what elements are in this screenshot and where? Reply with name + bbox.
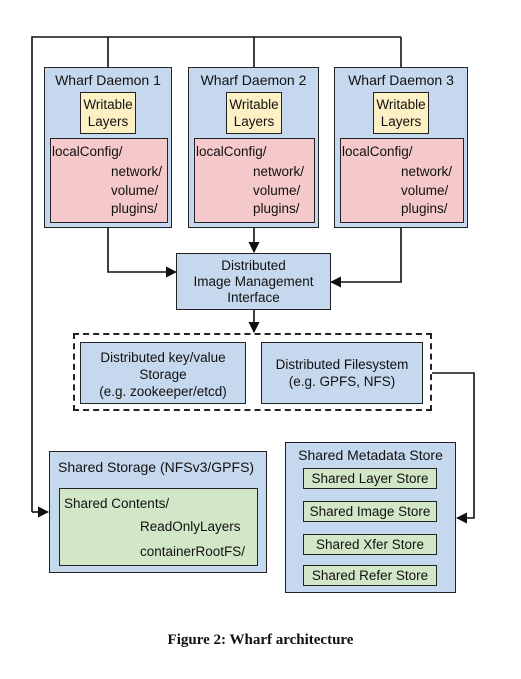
shared-metadata-store: Shared Metadata Store Shared Layer Store… bbox=[285, 442, 456, 593]
wharf-daemon-3: Wharf Daemon 3 Writable Layers localConf… bbox=[334, 67, 468, 228]
daemon-title: Wharf Daemon 3 bbox=[348, 72, 454, 88]
shared-storage-box: Shared Storage (NFSv3/GPFS) Shared Conte… bbox=[49, 451, 267, 573]
shared-storage-title: Shared Storage (NFSv3/GPFS) bbox=[58, 459, 255, 475]
daemon-title: Wharf Daemon 2 bbox=[200, 72, 307, 88]
top-bus-line bbox=[31, 36, 401, 512]
arrow-daemon3-to-interface bbox=[329, 228, 402, 288]
metadata-store-item: Shared Image Store bbox=[303, 501, 437, 522]
image-management-interface: Distributed Image Management Interface bbox=[176, 253, 331, 310]
config-root: localConfig/ bbox=[342, 144, 413, 159]
local-config-box: localConfig/ network/ volume/ plugins/ bbox=[194, 138, 315, 223]
config-item: plugins/ bbox=[111, 201, 158, 216]
wharf-daemon-2: Wharf Daemon 2 Writable Layers localConf… bbox=[188, 67, 319, 228]
wharf-daemon-1: Wharf Daemon 1 Writable Layers localConf… bbox=[44, 67, 172, 228]
kv-storage-box: Distributed key/value Storage (e.g. zook… bbox=[80, 342, 246, 404]
config-root: localConfig/ bbox=[52, 144, 123, 159]
writable-layers-box: Writable Layers bbox=[373, 92, 429, 134]
writable-layers-box: Writable Layers bbox=[80, 92, 136, 134]
metadata-store-title: Shared Metadata Store bbox=[298, 447, 443, 463]
config-item: network/ bbox=[111, 164, 163, 179]
filesystem-box: Distributed Filesystem (e.g. GPFS, NFS) bbox=[261, 342, 423, 404]
config-item: network/ bbox=[253, 164, 305, 179]
shared-contents-box: Shared Contents/ ReadOnlyLayers containe… bbox=[59, 488, 258, 566]
contents-item: containerRootFS/ bbox=[140, 544, 246, 559]
config-item: plugins/ bbox=[253, 201, 300, 216]
metadata-store-item: Shared Xfer Store bbox=[303, 534, 437, 555]
config-item: network/ bbox=[401, 164, 453, 179]
metadata-store-item: Shared Layer Store bbox=[303, 468, 437, 489]
local-config-box: localConfig/ network/ volume/ plugins/ bbox=[50, 138, 168, 223]
contents-root: Shared Contents/ bbox=[64, 496, 170, 511]
arrow-daemon1-to-interface bbox=[107, 228, 178, 278]
config-root: localConfig/ bbox=[196, 144, 267, 159]
metadata-store-item: Shared Refer Store bbox=[303, 565, 437, 586]
figure-caption: Figure 2: Wharf architecture bbox=[167, 632, 354, 648]
config-item: volume/ bbox=[401, 183, 449, 198]
contents-item: ReadOnlyLayers bbox=[140, 519, 241, 534]
local-config-box: localConfig/ network/ volume/ plugins/ bbox=[340, 138, 464, 223]
daemon-title: Wharf Daemon 1 bbox=[55, 72, 161, 88]
writable-layers-box: Writable Layers bbox=[226, 92, 282, 134]
distributed-storage-group bbox=[73, 333, 432, 411]
config-item: volume/ bbox=[253, 183, 301, 198]
config-item: volume/ bbox=[111, 183, 159, 198]
arrow-filesystem-to-metadata bbox=[432, 372, 475, 524]
config-item: plugins/ bbox=[401, 201, 448, 216]
